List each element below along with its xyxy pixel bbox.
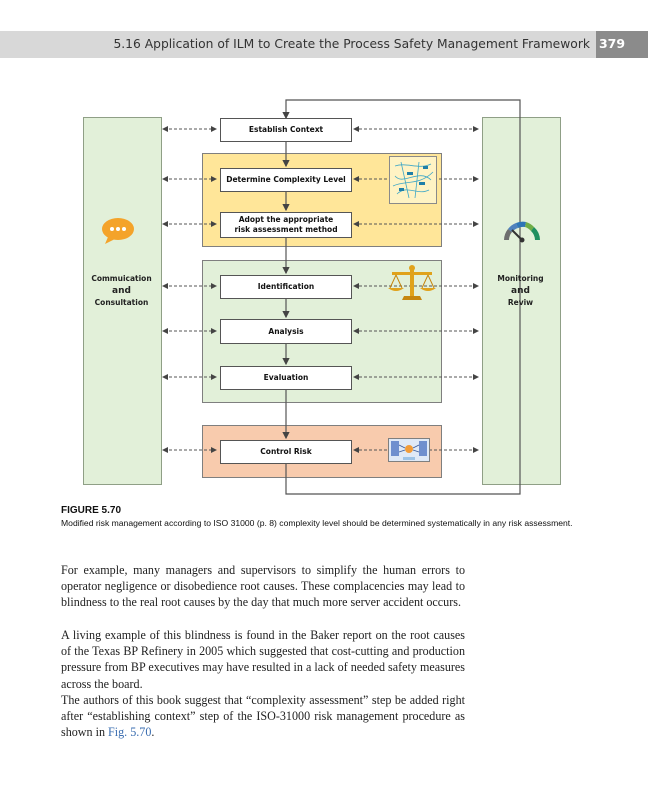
- monitoring-label-line1: Monitoring: [497, 274, 544, 283]
- complexity-network-icon: [389, 156, 437, 204]
- risk-management-diagram: Establish Context Determine Complexity L…: [83, 99, 561, 495]
- step-determine-complexity-label: Determine Complexity Level: [226, 175, 346, 184]
- step-establish-context: Establish Context: [220, 118, 352, 142]
- step-analysis-label: Analysis: [268, 326, 304, 336]
- step-analysis: Analysis: [220, 319, 352, 344]
- figure-reference-link[interactable]: Fig. 5.70: [108, 725, 152, 740]
- speech-bubble-icon: [100, 215, 136, 245]
- communication-label-line1: Commuication: [91, 274, 152, 283]
- communication-panel: [83, 117, 162, 485]
- figure-caption: Modified risk management according to IS…: [61, 518, 573, 528]
- monitoring-label-line3: Reviw: [507, 298, 534, 307]
- communication-label: Commuication and Consultation: [83, 273, 160, 309]
- monitoring-label: Monitoring and Reviw: [482, 273, 559, 309]
- body-paragraph-2: A living example of this blindness is fo…: [61, 628, 465, 691]
- step-evaluation: Evaluation: [220, 366, 352, 390]
- monitoring-panel: [482, 117, 561, 485]
- step-identification: Identification: [220, 275, 352, 299]
- body-paragraph-1: For example, many managers and superviso…: [61, 563, 465, 610]
- step-determine-complexity: Determine Complexity Level: [220, 168, 352, 192]
- step-establish-context-label: Establish Context: [248, 125, 324, 134]
- control-process-icon: [388, 438, 430, 462]
- monitoring-label-line2: and: [511, 286, 530, 296]
- step-adopt-method: Adopt the appropriate risk assessment me…: [220, 212, 352, 238]
- step-control-risk-label: Control Risk: [260, 447, 312, 456]
- step-identification-label: Identification: [257, 282, 315, 291]
- step-control-risk: Control Risk: [220, 440, 352, 464]
- gauge-icon: [500, 218, 544, 244]
- scales-icon: [386, 264, 438, 306]
- communication-label-line3: Consultation: [94, 298, 149, 307]
- step-adopt-method-line1: Adopt the appropriate: [238, 215, 334, 224]
- step-adopt-method-line2: risk assessment method: [234, 225, 338, 234]
- step-evaluation-label: Evaluation: [263, 373, 309, 382]
- body-paragraph-3: The authors of this book suggest that “c…: [61, 692, 465, 741]
- body-paragraph-3-end: .: [151, 725, 155, 740]
- running-header-bar: [0, 31, 596, 58]
- connector-lines: [162, 99, 521, 495]
- body-paragraph-3-text: The authors of this book suggest that “c…: [61, 693, 465, 740]
- page-number-box: [596, 31, 648, 58]
- page-number: 379: [598, 36, 626, 51]
- communication-label-line2: and: [112, 286, 131, 296]
- figure-label: FIGURE 5.70: [61, 505, 122, 516]
- running-header-title: 5.16 Application of ILM to Create the Pr…: [113, 37, 590, 51]
